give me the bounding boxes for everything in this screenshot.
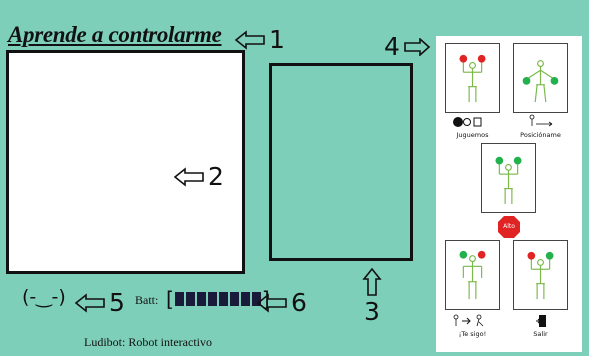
battery-cell	[251, 292, 261, 306]
arrow-left-icon	[256, 292, 287, 313]
callout-number: 4	[384, 32, 400, 61]
battery-cell	[185, 292, 195, 306]
robot-pose-arms-up-red-green-icon	[527, 251, 554, 300]
battery-cells	[174, 292, 261, 306]
position-icon	[529, 114, 553, 127]
arrow-left-icon	[234, 29, 265, 50]
exit-door-icon	[536, 315, 546, 327]
callout-4: 4	[384, 34, 431, 59]
callout-2: 2	[173, 164, 224, 189]
card-label-te-sigo: ¡Te sigo!	[458, 330, 487, 338]
app-title: Aprende a controlarme	[8, 22, 222, 47]
robot-face-indicator: (-‿-)	[22, 286, 66, 308]
card-label-juguemos: Juguemos	[456, 131, 489, 139]
footer-text: Ludibot: Robot interactivo	[84, 335, 212, 349]
card-label-posicioname: Posicióname	[520, 131, 561, 139]
robot-pose-arms-up-red-icon	[459, 54, 486, 103]
callout-number: 1	[269, 25, 285, 54]
battery-label: Batt:	[135, 293, 159, 307]
battery-cell	[240, 292, 250, 306]
arrow-left-icon	[173, 166, 204, 187]
callout-number: 3	[364, 297, 380, 326]
card-juguemos[interactable]	[445, 43, 500, 113]
play-game-icon	[453, 117, 482, 127]
robot-pose-arms-out-green-icon	[522, 60, 559, 103]
card-salir[interactable]	[513, 240, 568, 310]
battery-cell	[196, 292, 206, 306]
battery-cell	[174, 292, 184, 306]
secondary-view-panel	[269, 63, 413, 261]
arrow-right-icon	[404, 37, 431, 56]
stop-sign-icon	[498, 216, 520, 238]
card-posicioname[interactable]	[513, 43, 568, 113]
card-te-sigo[interactable]	[445, 240, 500, 310]
callout-number: 5	[109, 288, 125, 317]
battery-cell	[229, 292, 239, 306]
stop-label: Alto	[503, 223, 515, 230]
battery-meter: [ ]	[166, 287, 270, 311]
callout-number: 2	[208, 162, 224, 191]
follow-me-icon	[453, 314, 484, 327]
robot-pose-arms-down-green-red-icon	[459, 250, 486, 300]
card-center-pose[interactable]	[481, 143, 536, 213]
battery-cell	[218, 292, 228, 306]
callout-number: 6	[291, 288, 307, 317]
callout-1: 1	[234, 27, 285, 52]
arrow-up-icon	[362, 267, 382, 296]
arrow-left-icon	[74, 292, 105, 313]
stop-button[interactable]	[497, 215, 521, 239]
battery-cell	[207, 292, 217, 306]
callout-3: 3	[362, 267, 382, 324]
card-label-salir: Salir	[533, 330, 548, 338]
camera-view-panel	[6, 50, 245, 274]
callout-6: 6	[256, 290, 307, 315]
robot-pose-arms-up-green-icon	[495, 156, 522, 205]
callout-5: 5	[74, 290, 125, 315]
